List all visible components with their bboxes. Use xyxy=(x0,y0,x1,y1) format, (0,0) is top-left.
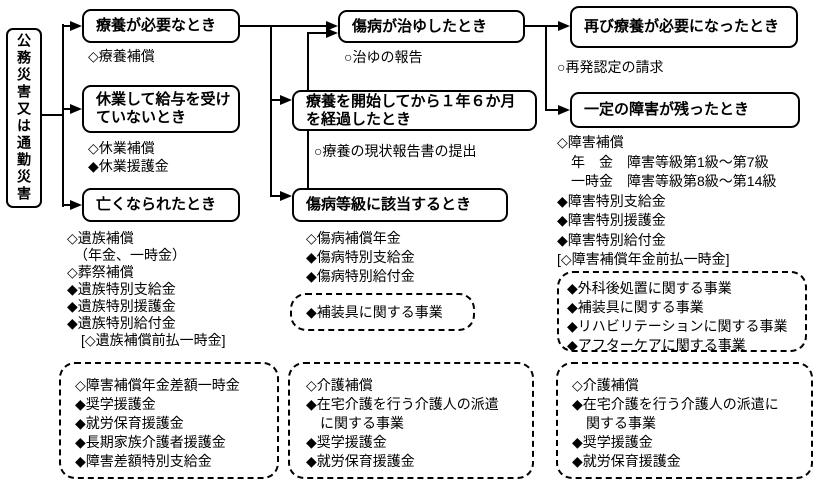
box-healed: 傷病が治ゆしたとき xyxy=(338,10,525,43)
box-absent-no-pay: 休業して給与を受け ていないとき xyxy=(82,85,240,133)
box-eighteen-months: 療養を開始してから１年６か月 を経過したとき xyxy=(292,90,537,131)
dashed-box-nursing-middle: ◇介護補償 ◆在宅介護を行う介護人の派遣 に関する事業 ◆奨学援護金 ◆就労保育… xyxy=(288,362,534,479)
note-eighteen-months: ○療養の現状報告書の提出 xyxy=(314,143,477,159)
source-box-disaster-type: 公務災害又は通勤災害 xyxy=(6,28,42,208)
dashed-box-welfare-projects: ◆外科後処置に関する事業 ◆補装具に関する事業 ◆リハビリテーションに関する事業… xyxy=(557,271,807,353)
dashed-box-nursing-right: ◇介護補償 ◆在宅介護を行う介護人の派遣に 関する事業 ◆奨学援護金 ◆就労保育… xyxy=(556,362,813,479)
note-care-again: ○再発認定の請求 xyxy=(557,59,664,75)
box-injury-grade: 傷病等級に該当するとき xyxy=(292,188,508,222)
dashed-box-prosthetics: ◆補装具に関する事業 xyxy=(290,293,475,331)
box-care-again: 再び療養が必要になったとき xyxy=(570,6,798,48)
note-death: ◇遺族補償 （年金、一時金） ◇葬祭補償 ◆遺族特別支給金 ◆遺族特別援護金 ◆… xyxy=(67,230,226,348)
box-disability-remains: 一定の障害が残ったとき xyxy=(570,92,800,128)
dashed-box-disability-lump-sum: ◇障害補償年金差額一時金 ◆奨学援護金 ◆就労保育援護金 ◆長期家族介護者援護金… xyxy=(59,362,279,479)
note-need-care: ◇療養補償 xyxy=(88,48,155,64)
note-disability-remains: ◇障害補償 年 金 障害等級第1級～第7級 一時金 障害等級第8級～第14級 ◆… xyxy=(557,134,777,267)
note-healed: ○治ゆの報告 xyxy=(344,49,423,65)
note-absent-no-pay: ◇休業補償 ◆休業援護金 xyxy=(88,140,169,174)
box-death: 亡くなられたとき xyxy=(82,188,240,222)
note-injury-grade: ◇傷病補償年金 ◆傷病特別支給金 ◆傷病特別給付金 xyxy=(306,230,415,284)
box-need-care: 療養が必要なとき xyxy=(82,9,240,43)
